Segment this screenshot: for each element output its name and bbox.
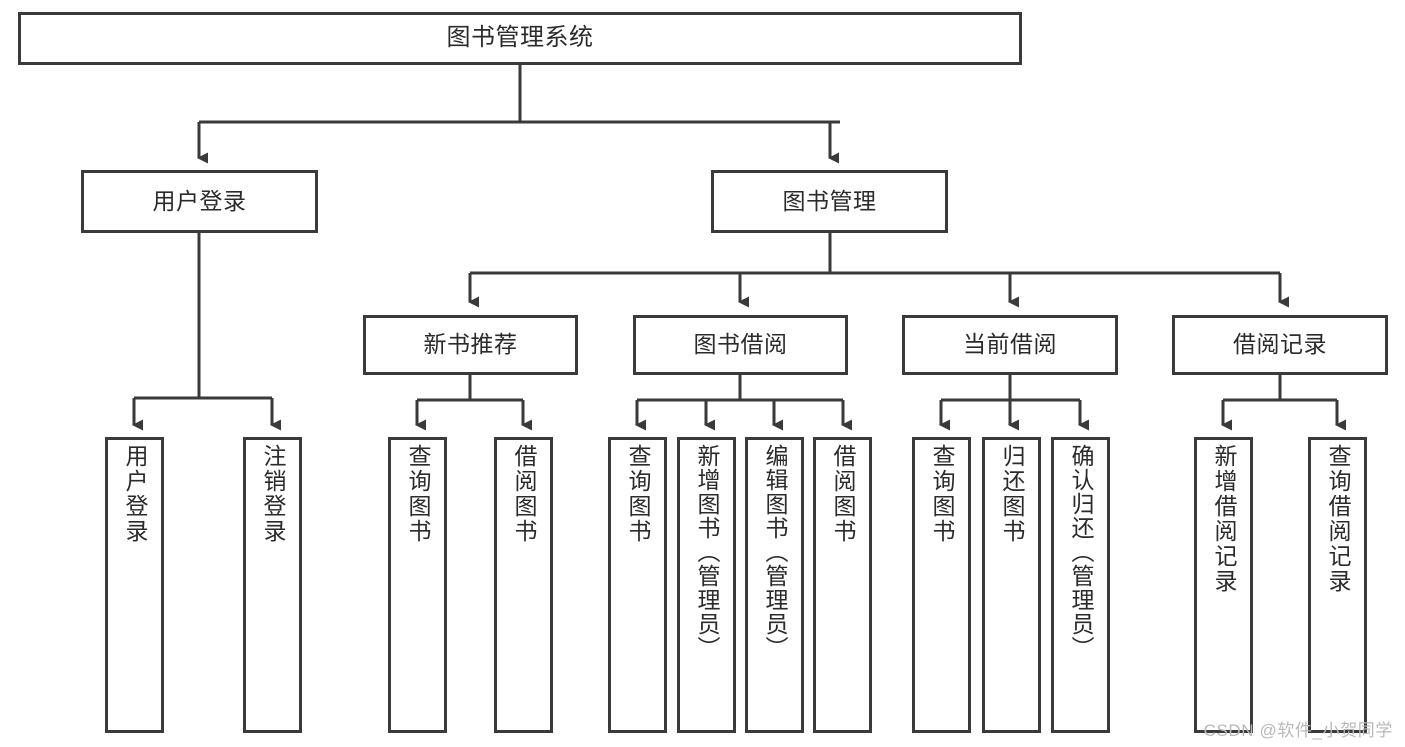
leaf-current-borrow-return[interactable]: 归还图书 (982, 437, 1041, 733)
node-book-management[interactable]: 图书管理 (711, 170, 948, 233)
node-label: 用户登录 (122, 444, 148, 544)
node-label: 图书管理 (782, 187, 877, 214)
node-label: 借阅图书 (830, 444, 856, 544)
leaf-book-borrow-add-book-admin[interactable]: 新增图书（管理员） (677, 437, 736, 733)
leaf-new-book-query[interactable]: 查询图书 (388, 437, 447, 733)
node-label: 确认归还（管理员） (1068, 444, 1094, 660)
node-label: 注销登录 (260, 444, 286, 544)
node-label: 查询图书 (405, 444, 431, 544)
node-current-borrow[interactable]: 当前借阅 (902, 315, 1118, 375)
leaf-user-login-login[interactable]: 用户登录 (105, 437, 164, 733)
node-label: 借阅图书 (511, 444, 537, 544)
node-label: 图书借阅 (693, 331, 788, 358)
node-label: 查询图书 (929, 444, 955, 544)
leaf-current-borrow-confirm-return-admin[interactable]: 确认归还（管理员） (1051, 437, 1110, 733)
node-label: 新书推荐 (423, 331, 518, 358)
node-label: 当前借阅 (963, 331, 1057, 358)
leaf-borrow-record-query[interactable]: 查询借阅记录 (1308, 437, 1367, 733)
leaf-user-login-logout[interactable]: 注销登录 (243, 437, 302, 733)
leaf-new-book-borrow[interactable]: 借阅图书 (494, 437, 553, 733)
node-label: 用户登录 (152, 187, 247, 214)
node-label: 查询借阅记录 (1325, 444, 1351, 594)
node-label: 新增借阅记录 (1211, 444, 1237, 594)
node-label: 归还图书 (999, 444, 1025, 544)
leaf-current-borrow-query[interactable]: 查询图书 (912, 437, 971, 733)
node-label: 图书管理系统 (446, 24, 594, 52)
node-new-book-recommend[interactable]: 新书推荐 (363, 315, 578, 375)
node-label: 查询图书 (625, 444, 651, 544)
node-label: 编辑图书（管理员） (762, 444, 788, 660)
leaf-book-borrow-borrow-book[interactable]: 借阅图书 (813, 437, 872, 733)
leaf-borrow-record-add[interactable]: 新增借阅记录 (1194, 437, 1253, 733)
node-borrow-record[interactable]: 借阅记录 (1172, 315, 1388, 375)
node-user-login[interactable]: 用户登录 (81, 170, 318, 233)
node-book-borrow[interactable]: 图书借阅 (633, 315, 848, 375)
node-label: 新增图书（管理员） (694, 444, 720, 660)
leaf-book-borrow-edit-book-admin[interactable]: 编辑图书（管理员） (745, 437, 804, 733)
node-root-book-management-system[interactable]: 图书管理系统 (18, 12, 1022, 65)
leaf-book-borrow-query[interactable]: 查询图书 (608, 437, 667, 733)
node-label: 借阅记录 (1233, 331, 1327, 358)
